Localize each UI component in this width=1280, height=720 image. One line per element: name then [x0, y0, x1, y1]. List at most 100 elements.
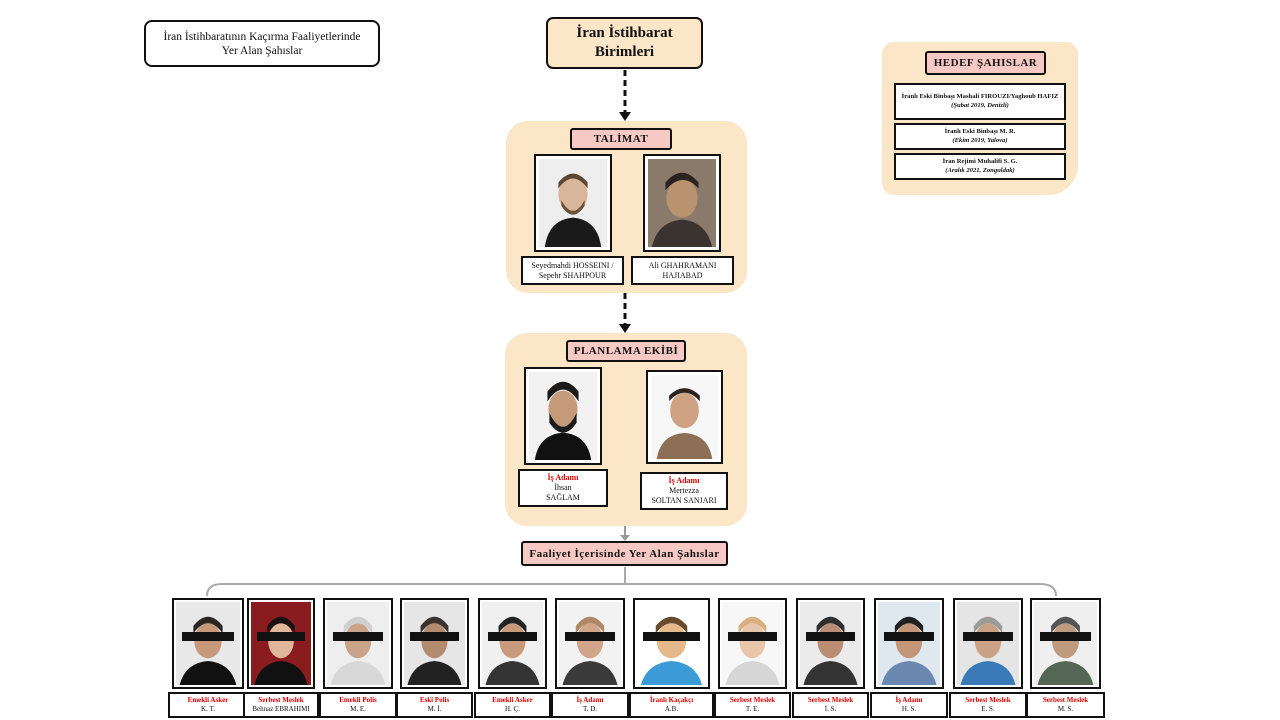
- portrait-photo: [400, 598, 469, 689]
- person-role: Serbest Meslek: [965, 696, 1011, 704]
- person-role: Serbest Meslek: [258, 696, 304, 704]
- portrait-photo: [953, 598, 1023, 689]
- portrait-photo: [555, 598, 625, 689]
- face-censor-bar: [333, 632, 383, 641]
- person-role: İranlı Kaçakçı: [649, 696, 694, 704]
- person-caption-line: Ali GHAHRAMANI: [648, 260, 717, 270]
- person-caption-line: SAĞLAM: [546, 493, 580, 502]
- activity-label-text: Faaliyet İçerisinde Yer Alan Şahıslar: [529, 547, 720, 560]
- person-caption: İş Adamı Mertezza SOLTAN SANJARI: [640, 472, 728, 510]
- person-role: İş Adamı: [576, 696, 604, 704]
- face-censor-bar: [884, 632, 934, 641]
- person-caption-line: Sepehr SHAHPOUR: [538, 270, 607, 280]
- face-censor-bar: [728, 632, 777, 641]
- face-censor-bar: [257, 632, 305, 641]
- person-name: K. T.: [201, 705, 215, 713]
- target-item-note: (Ekim 2019, Yalova): [952, 136, 1008, 144]
- face-censor-bar: [963, 632, 1013, 641]
- person-caption-line: HAJIABAD: [662, 270, 703, 280]
- person-name: İ. S.: [824, 705, 837, 713]
- person-caption: Seyedmahdi HOSSEINI / Sepehr SHAHPOUR: [521, 256, 624, 285]
- portrait-photo: [524, 367, 602, 465]
- root-node-line2: Birimleri: [594, 44, 655, 60]
- portrait-photo: [633, 598, 710, 689]
- person-name: H. S.: [901, 705, 917, 713]
- person-name: A.B.: [664, 705, 679, 713]
- person-caption: İş Adamı İhsan SAĞLAM: [518, 469, 608, 507]
- person-name: E. S.: [981, 705, 995, 713]
- activity-label: Faaliyet İçerisinde Yer Alan Şahıslar: [521, 541, 728, 566]
- person-role: İş Adamı: [895, 696, 923, 704]
- diagram-title: İran İstihbaratının Kaçırma Faaliyetleri…: [163, 30, 361, 57]
- planlama-label-text: PLANLAMA EKİBİ: [573, 345, 679, 357]
- face-censor-bar: [565, 632, 615, 641]
- targets-label: HEDEF ŞAHISLAR: [925, 51, 1046, 75]
- target-item-text: İranlı Eski Binbaşı M. R.: [944, 127, 1016, 135]
- person-caption-line: İhsan: [554, 483, 572, 492]
- person-role: Serbest Meslek: [807, 696, 854, 704]
- person-role: Eski Polis: [419, 696, 450, 704]
- person-role: Emekli Polis: [339, 696, 377, 704]
- target-item: İranlı Eski Binbaşı M. R. (Ekim 2019, Ya…: [894, 123, 1066, 150]
- portrait-photo: [247, 598, 315, 689]
- person-name: M. E.: [350, 705, 366, 713]
- target-item: İranlı Eski Binbaşı Mashali FIROUZI/Yagh…: [894, 83, 1066, 120]
- person-caption: Ali GHAHRAMANI HAJIABAD: [631, 256, 734, 285]
- portrait-photo: [534, 154, 612, 252]
- face-censor-bar: [643, 632, 700, 641]
- person-role: Serbest Meslek: [729, 696, 776, 704]
- target-item-text: İranlı Eski Binbaşı Mashali FIROUZI/Yagh…: [901, 92, 1059, 100]
- portrait-photo: [643, 154, 721, 252]
- person-role: Emekli Asker: [187, 696, 229, 704]
- portrait-photo: [323, 598, 393, 689]
- person-name: H. Ç.: [505, 705, 520, 713]
- portrait-photo: [718, 598, 787, 689]
- person-caption-line: SOLTAN SANJARI: [651, 496, 717, 505]
- target-item: İran Rejimi Muhalifi S. G. (Aralık 2021,…: [894, 153, 1066, 180]
- talimat-label-text: TALİMAT: [593, 133, 649, 145]
- target-item-note: (Aralık 2021, Zonguldak): [945, 166, 1015, 174]
- planlama-label: PLANLAMA EKİBİ: [566, 340, 686, 362]
- portrait-photo: [646, 370, 723, 464]
- face-censor-bar: [1040, 632, 1091, 641]
- person-role: Serbest Meslek: [1042, 696, 1089, 704]
- person-caption-line: Mertezza: [669, 486, 699, 495]
- face-censor-bar: [410, 632, 459, 641]
- portrait-photo: [874, 598, 944, 689]
- talimat-label: TALİMAT: [570, 128, 672, 150]
- person-name: M. S.: [1057, 705, 1074, 713]
- root-node-line1: İran İstihbarat: [576, 25, 673, 41]
- person-role: İş Adamı: [668, 476, 700, 485]
- root-node: İran İstihbarat Birimleri: [546, 17, 703, 69]
- face-censor-bar: [182, 632, 234, 641]
- portrait-photo: [1030, 598, 1101, 689]
- person-name: M. İ.: [427, 705, 442, 713]
- targets-label-text: HEDEF ŞAHISLAR: [933, 57, 1038, 69]
- diagram-title-box: İran İstihbaratının Kaçırma Faaliyetleri…: [144, 20, 380, 67]
- person-caption-line: Seyedmahdi HOSSEINI /: [531, 260, 614, 270]
- person-role: İş Adamı: [547, 473, 579, 482]
- person-name: Behnaz EBRAHIMI: [252, 705, 310, 713]
- face-censor-bar: [806, 632, 855, 641]
- face-censor-bar: [488, 632, 537, 641]
- portrait-photo: [478, 598, 547, 689]
- target-item-text: İran Rejimi Muhalifi S. G.: [942, 157, 1018, 165]
- person-name: T. D.: [582, 705, 598, 713]
- portrait-photo: [172, 598, 244, 689]
- target-item-note: (Şubat 2019, Denizli): [951, 101, 1009, 109]
- portrait-photo: [796, 598, 865, 689]
- person-name: T. E.: [745, 705, 760, 713]
- person-role: Emekli Asker: [492, 696, 533, 704]
